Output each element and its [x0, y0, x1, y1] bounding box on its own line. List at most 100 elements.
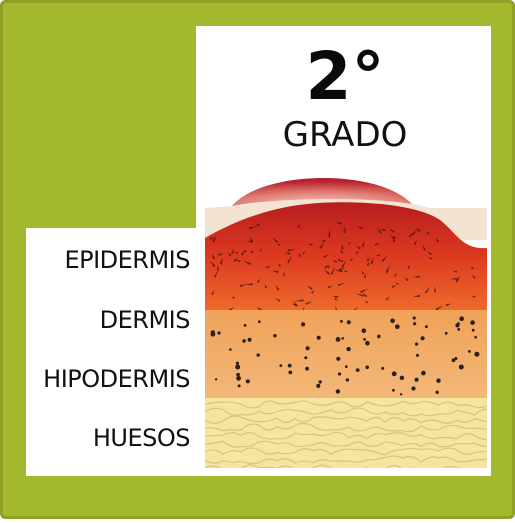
- dermis-dot: [412, 316, 416, 320]
- dermis-dot: [455, 323, 460, 328]
- dermis-layer: [205, 310, 487, 400]
- dermis-dot: [361, 328, 367, 334]
- epidermis-layer: [205, 202, 487, 310]
- epidermis-fleck: [360, 288, 369, 294]
- dermis-dot: [420, 336, 425, 341]
- epidermis-fleck: [250, 250, 254, 254]
- epidermis-fleck: [256, 306, 262, 311]
- epidermis-fleck: [355, 250, 359, 255]
- epidermis-fleck: [413, 240, 417, 246]
- epidermis-fleck: [392, 285, 397, 288]
- epidermis-fleck: [234, 260, 241, 262]
- dermis-dot: [411, 386, 416, 391]
- epidermis-fleck: [234, 252, 239, 254]
- dermis-dot: [305, 366, 309, 371]
- epidermis-fleck: [471, 266, 474, 270]
- bone-contour: [205, 422, 487, 433]
- epidermis-fleck: [302, 252, 306, 255]
- epidermis-fleck: [328, 228, 331, 238]
- epidermis-fleck: [279, 262, 282, 267]
- epidermis-fleck: [377, 227, 382, 234]
- dermis-dot: [340, 319, 343, 323]
- dermis-dot: [287, 363, 292, 368]
- epidermis-fleck: [327, 285, 333, 289]
- dermis-dot: [236, 372, 240, 377]
- dermis-dot: [336, 356, 341, 361]
- dermis-dot: [435, 390, 439, 394]
- epidermis-fleck: [361, 270, 365, 275]
- dermis-dot: [316, 335, 321, 340]
- epidermis-fleck: [297, 224, 300, 229]
- epidermis-fleck: [407, 264, 410, 270]
- degree-word: GRADO: [282, 115, 408, 155]
- epidermis-fleck: [264, 284, 268, 289]
- dermis-dot: [346, 346, 351, 352]
- epidermis-fleck: [217, 264, 219, 271]
- dermis-dot: [454, 357, 458, 360]
- dermis-dot: [247, 337, 252, 342]
- epidermis-fleck: [231, 248, 234, 255]
- epidermis-fleck: [320, 239, 326, 242]
- epidermis-fleck: [337, 259, 344, 263]
- epidermis-fleck: [422, 244, 426, 251]
- bone-contour: [205, 447, 487, 456]
- label-dermis: DERMIS: [99, 306, 191, 334]
- dermis-dot: [444, 331, 448, 335]
- epidermis-fleck: [357, 226, 363, 230]
- dermis-dot: [335, 337, 341, 342]
- dermis-dot: [288, 370, 293, 375]
- epidermis-fleck: [219, 257, 223, 265]
- epidermis-fleck: [395, 282, 399, 285]
- epidermis-fleck: [379, 229, 386, 232]
- epidermis-fleck: [272, 237, 279, 243]
- dermis-dot: [318, 380, 322, 384]
- epidermis-fleck: [274, 298, 281, 302]
- epidermis-fleck: [242, 260, 252, 266]
- epidermis-fleck: [425, 231, 429, 234]
- dermis-dot: [304, 356, 308, 360]
- epidermis-fleck: [241, 250, 246, 256]
- epidermis-fleck: [250, 236, 253, 242]
- epidermis-fleck: [471, 274, 476, 279]
- epidermis-fleck: [255, 223, 260, 226]
- epidermis-fleck: [348, 242, 352, 245]
- dermis-dot: [381, 366, 385, 370]
- dermis-dot: [210, 331, 216, 337]
- epidermis-fleck: [341, 260, 347, 268]
- epidermis-fleck: [218, 253, 225, 256]
- dermis-dot: [390, 318, 395, 324]
- epidermis-fleck: [366, 257, 371, 262]
- epidermis-fleck: [275, 284, 280, 291]
- epidermis-fleck: [356, 246, 362, 250]
- epidermis-fleck: [324, 264, 330, 270]
- dermis-dot: [413, 322, 417, 326]
- dermis-dot: [273, 334, 277, 338]
- epidermis-fleck: [334, 222, 342, 225]
- epidermis-fleck: [343, 270, 348, 273]
- epidermis-fleck: [332, 259, 338, 263]
- epidermis-fleck: [381, 255, 388, 262]
- epidermis-fleck: [415, 227, 421, 232]
- dermis-dot: [468, 350, 471, 353]
- epidermis-fleck: [385, 264, 391, 274]
- epidermis-fleck: [365, 300, 369, 304]
- epidermis-fleck: [243, 250, 247, 253]
- dermis-dot: [425, 325, 428, 329]
- dermis-dot: [470, 320, 475, 325]
- epidermis-fleck: [335, 296, 338, 301]
- epidermis-fleck: [307, 285, 313, 290]
- epidermis-fleck: [277, 243, 281, 246]
- bone-contour: [205, 415, 487, 424]
- epidermis-fleck: [405, 277, 409, 282]
- epidermis-fleck: [244, 283, 253, 286]
- dermis-dot: [344, 365, 348, 368]
- epidermis-fleck: [287, 255, 292, 264]
- bone-contour: [205, 440, 487, 448]
- dermis-dot: [243, 324, 247, 327]
- epidermis-fleck: [211, 289, 215, 296]
- epidermis-fleck: [446, 303, 452, 307]
- epidermis-fleck: [327, 265, 331, 269]
- dermis-dot: [414, 377, 419, 382]
- epidermis-fleck: [339, 267, 346, 271]
